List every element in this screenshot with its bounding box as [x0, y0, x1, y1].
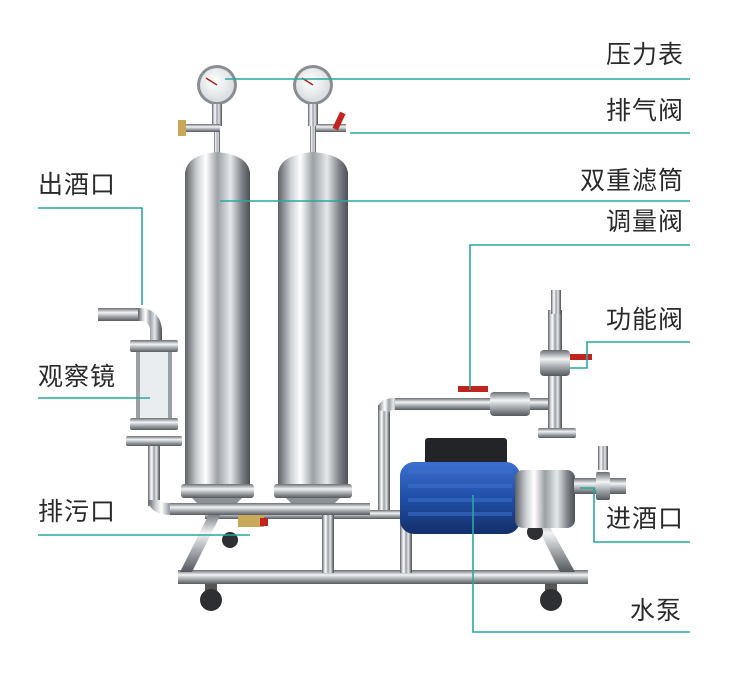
leader-lines [38, 78, 690, 633]
pressure-gauges [197, 65, 333, 126]
process-piping [378, 290, 592, 510]
leader-outlet [38, 207, 143, 305]
vent-valves [178, 111, 346, 136]
label-outlet: 出酒口 [38, 170, 117, 199]
leader-inlet [580, 487, 690, 543]
label-inlet: 进酒口 [606, 504, 685, 533]
label-sight-glass: 观察镜 [38, 362, 117, 391]
label-function-valve: 功能阀 [606, 305, 685, 334]
label-pressure-gauge: 压力表 [606, 40, 685, 69]
caster-wheels [200, 524, 562, 611]
label-dual-filter: 双重滤筒 [580, 166, 685, 195]
filter-housing-left [181, 125, 254, 508]
pump-motor [400, 438, 626, 534]
drain-valve [238, 515, 268, 527]
filter-housing-right [274, 125, 352, 508]
leader-regulating-valve [469, 244, 690, 390]
leader-function-valve [570, 341, 690, 369]
sight-glass-assembly [98, 308, 370, 515]
label-vent-valve: 排气阀 [606, 96, 685, 125]
label-drain: 排污口 [38, 497, 117, 526]
label-regulating-valve: 调量阀 [606, 207, 685, 236]
leader-pump [472, 495, 690, 633]
label-pump: 水泵 [630, 596, 683, 625]
